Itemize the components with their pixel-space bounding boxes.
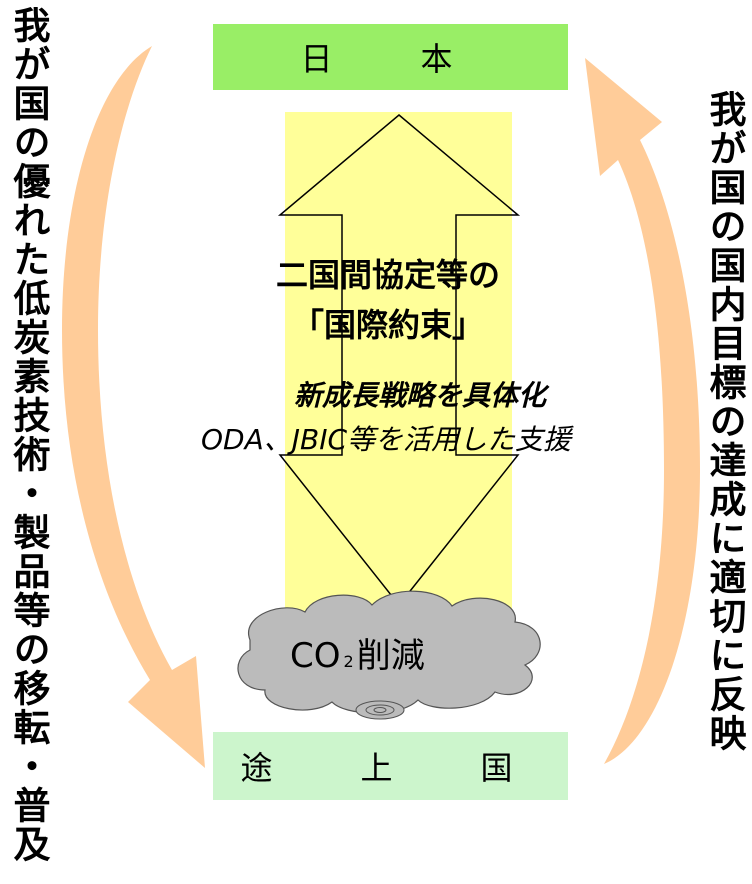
co2-cloud xyxy=(237,590,541,720)
agreement-line-1: 二国間協定等の xyxy=(275,256,500,294)
center-band xyxy=(285,112,512,650)
co2-prefix: CO xyxy=(290,636,341,676)
support-line-1: 新成長戦略を具体化 xyxy=(293,379,546,412)
right-curved-arrow xyxy=(585,58,700,764)
co2-suffix: 削減 xyxy=(356,636,425,676)
country-label-japan: 日 本 xyxy=(300,40,481,78)
left-curved-arrow-body xyxy=(62,46,205,768)
left-vertical-text: 我が国の優れた低炭素技術・製品等の移転・普及 xyxy=(7,6,50,864)
co2-subscript: 2 xyxy=(343,652,354,671)
support-line-2: ODA、JBIC等を活用した支援 xyxy=(200,423,572,456)
right-vertical-text: 我が国の国内目標の達成に適切に反映 xyxy=(703,90,746,753)
country-box-developing: 途 上 国 xyxy=(213,732,568,800)
agreement-line-2: 「国際約束」 xyxy=(291,306,484,344)
country-label-developing: 途 上 国 xyxy=(240,749,541,787)
country-box-japan: 日 本 xyxy=(213,24,568,90)
